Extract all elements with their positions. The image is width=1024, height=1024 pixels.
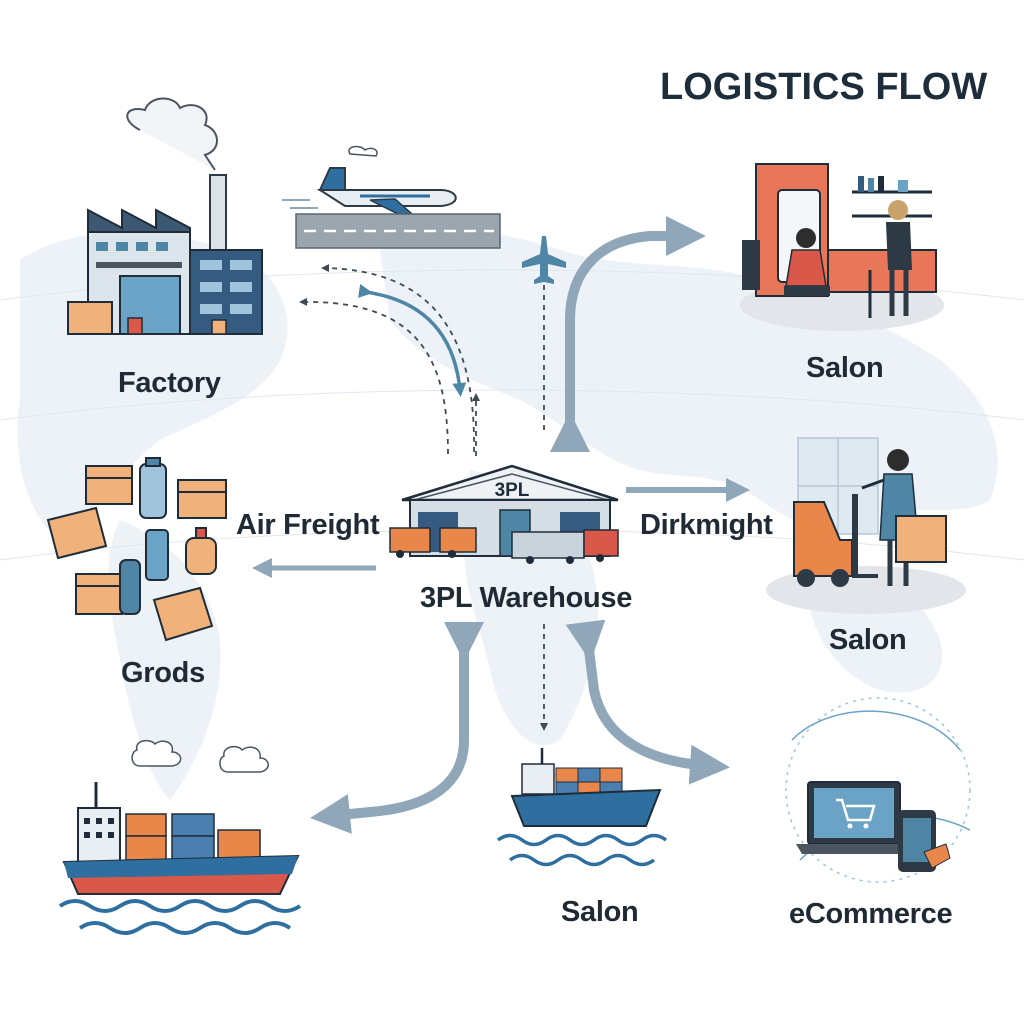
arrow-warehouse-to-cargo-ship [310, 622, 484, 834]
airplane-small-icon [522, 236, 566, 284]
warehouse-sign: 3PL [495, 480, 530, 501]
label-3pl-warehouse: 3PL Warehouse [420, 582, 633, 614]
arrow-dashed-to-factory [299, 297, 449, 455]
cargo-ship-icon [58, 739, 302, 935]
salon-icon [740, 163, 944, 331]
label-goods: Grods [121, 657, 205, 689]
phone-icon [898, 810, 951, 872]
arrow-warehouse-to-salon-top [550, 216, 706, 452]
goods-icon [46, 457, 227, 642]
factory-icon [67, 97, 263, 335]
flow-arrows [252, 216, 750, 834]
label-factory: Factory [118, 367, 221, 399]
label-dirkmight: Dirkmight [640, 509, 773, 541]
page-title: LOGISTICS FLOW [660, 66, 988, 108]
arrow-warehouse-to-ecommerce [565, 619, 730, 785]
small-ship-icon [496, 748, 668, 867]
label-salon-middle: Salon [829, 624, 907, 656]
label-ecommerce: eCommerce [789, 898, 953, 930]
airplane-icon [282, 145, 457, 215]
label-salon-bottom: Salon [561, 896, 639, 928]
forklift-icon [766, 437, 966, 614]
arrow-blue-curve [358, 284, 467, 397]
label-salon-top: Salon [806, 352, 884, 384]
laptop-cart-icon [785, 697, 971, 883]
label-air-freight: Air Freight [236, 509, 380, 541]
warehouse-icon: 3PL [389, 464, 619, 564]
runway-icon [295, 213, 501, 249]
